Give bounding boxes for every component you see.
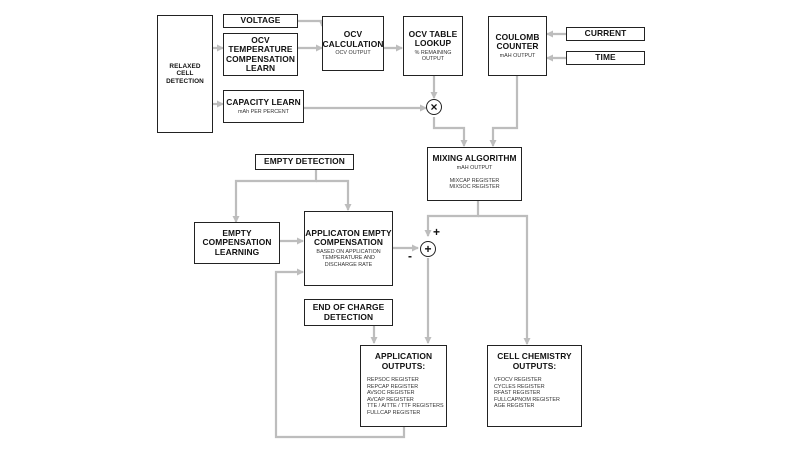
capacity-learn-block: CAPACITY LEARN mAh PER PERCENT	[223, 90, 304, 123]
voltage-label: VOLTAGE	[240, 15, 281, 26]
coulomb-counter-block: COULOMB COUNTER mAH OUTPUT	[488, 16, 547, 76]
empty-comp-learning-label: EMPTY COMPENSATION LEARNING	[202, 227, 272, 257]
end-of-charge-label: END OF CHARGE DETECTION	[312, 302, 385, 322]
ocv-temp-comp-label: OCV TEMPERATURE COMPENSATION LEARN	[226, 34, 295, 73]
cell-chemistry-outputs-block: CELL CHEMISTRY OUTPUTS: VFOCV REGISTER C…	[487, 345, 582, 427]
empty-detection-block: EMPTY DETECTION	[255, 154, 354, 170]
minus-sign: -	[408, 249, 412, 263]
app-empty-comp-block: APPLICATON EMPTY COMPENSATION BASED ON A…	[304, 211, 393, 286]
ocv-calculation-sub: OCV OUTPUT	[335, 50, 371, 57]
current-block: CURRENT	[566, 27, 645, 41]
plus-sign: +	[433, 225, 441, 239]
add-operator: +	[420, 241, 436, 257]
arrow-multiply-mixing	[432, 117, 468, 147]
repcap-register: REPCAP REGISTER	[367, 383, 419, 390]
application-outputs-label: APPLICATION OUTPUTS:	[374, 351, 433, 371]
cell-chemistry-outputs-label: CELL CHEMISTRY OUTPUTS:	[497, 351, 572, 371]
voltage-block: VOLTAGE	[223, 14, 298, 28]
cycles-register: CYCLES REGISTER	[494, 383, 545, 390]
arrow-mixing-add	[424, 201, 480, 237]
coulomb-counter-label: COULOMB COUNTER	[495, 31, 540, 52]
mixsoc-register: MIXSOC REGISTER	[449, 184, 500, 191]
ocv-calculation-block: OCV CALCULATION OCV OUTPUT	[322, 16, 384, 71]
application-outputs-block: APPLICATION OUTPUTS: REPSOC REGISTER REP…	[360, 345, 447, 427]
capacity-learn-label: CAPACITY LEARN	[226, 97, 301, 108]
capacity-learn-sub: mAh PER PERCENT	[238, 108, 289, 115]
arrow-voltage-ocv-calc	[298, 19, 326, 27]
avcap-register: AVCAP REGISTER	[367, 396, 414, 403]
time-label: TIME	[595, 52, 616, 63]
fullcap-register: FULLCAP REGISTER	[367, 409, 421, 416]
multiply-operator: ×	[426, 99, 442, 115]
coulomb-counter-sub: mAH OUTPUT	[499, 52, 536, 59]
relaxed-cell-detection-label: RELAXED CELL DETECTION	[166, 62, 204, 85]
arrow-emptydet-emptycomp	[232, 170, 318, 223]
arrow-emptydet-appempty	[316, 179, 352, 211]
current-label: CURRENT	[584, 28, 627, 39]
relaxed-cell-detection-block: RELAXED CELL DETECTION	[157, 15, 213, 133]
time-block: TIME	[566, 51, 645, 65]
arrow-feedback-appempty	[274, 268, 406, 439]
repsoc-register: REPSOC REGISTER	[367, 377, 419, 383]
fullcapnom-register: FULLCAPNOM REGISTER	[494, 396, 560, 403]
mixing-algorithm-label: MIXING ALGORITHM	[432, 153, 517, 163]
app-empty-comp-sub: BASED ON APPLICATION TEMPERATURE AND DIS…	[316, 248, 381, 268]
rfast-register: RFAST REGISTER	[494, 390, 541, 397]
empty-comp-learning-block: EMPTY COMPENSATION LEARNING	[194, 222, 280, 264]
avsoc-register: AVSOC REGISTER	[367, 390, 415, 397]
end-of-charge-block: END OF CHARGE DETECTION	[304, 299, 393, 326]
ocv-calculation-label: OCV CALCULATION	[322, 29, 384, 49]
ocv-table-lookup-block: OCV TABLE LOOKUP % REMAINING OUTPUT	[403, 16, 463, 76]
mixing-algorithm-sub: mAH OUTPUT	[456, 164, 493, 171]
ocv-table-lookup-label: OCV TABLE LOOKUP	[408, 28, 458, 49]
age-register: AGE REGISTER	[494, 403, 535, 410]
mixing-algorithm-block: MIXING ALGORITHM mAH OUTPUT MIXCAP REGIS…	[427, 147, 522, 201]
app-empty-comp-label: APPLICATON EMPTY COMPENSATION	[305, 227, 392, 248]
vfocv-register: VFOCV REGISTER	[494, 377, 542, 383]
tte-registers: TTE / AITTE / TTF REGISTERS	[367, 403, 444, 410]
empty-detection-label: EMPTY DETECTION	[264, 156, 345, 167]
mixcap-register: MIXCAP REGISTER	[449, 177, 500, 184]
arrow-coulomb-mixing	[489, 76, 519, 147]
ocv-temp-comp-block: OCV TEMPERATURE COMPENSATION LEARN	[223, 33, 298, 76]
arrow-mixing-chem	[478, 214, 531, 345]
ocv-table-lookup-sub: % REMAINING OUTPUT	[414, 49, 452, 62]
